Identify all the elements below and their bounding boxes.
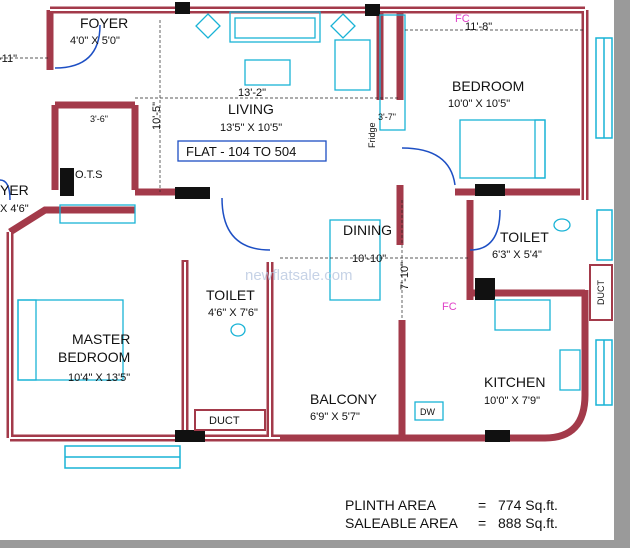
master-size: 10'4" X 13'5"	[68, 372, 130, 384]
dining-width-dim: 10'-10"	[352, 253, 386, 265]
living-size: 13'5" X 10'5"	[220, 122, 282, 134]
toilet-mid-label: TOILET	[206, 287, 255, 303]
fc-mark-top: FC	[455, 13, 470, 25]
toilet-right-size: 6'3" X 5'4"	[492, 249, 542, 261]
dw-label: DW	[420, 407, 435, 417]
saleable-area-label: SALEABLE AREA	[345, 515, 459, 531]
columns	[60, 2, 510, 442]
saleable-area-eq: =	[478, 515, 486, 531]
fc-mark-bottom: FC	[442, 301, 457, 313]
duct-right-box	[589, 264, 613, 321]
plinth-area-label: PLINTH AREA	[345, 497, 437, 513]
wall-inner-lines	[9, 9, 586, 439]
flat-label-box	[177, 140, 327, 162]
flat-label: FLAT - 104 TO 504	[186, 144, 296, 159]
dining-label: DINING	[343, 222, 392, 238]
right-border-bar	[614, 0, 630, 548]
living-depth-dim: 10'-5"	[151, 102, 163, 130]
foyer-left-label: YER	[0, 182, 29, 198]
master-label-1: MASTER	[72, 331, 130, 347]
ots-label: O.T.S	[75, 169, 103, 181]
bedroom-size: 10'0" X 10'5"	[448, 98, 510, 110]
foyer-left-size: X 4'6"	[0, 203, 29, 215]
balcony-size: 6'9" X 5'7"	[310, 411, 360, 423]
plinth-area-eq: =	[478, 497, 486, 513]
kitchen-label: KITCHEN	[484, 374, 545, 390]
kitchen-size: 10'0" X 7'9"	[484, 395, 540, 407]
ots-dim: 3'-6"	[90, 114, 108, 124]
saleable-area-value: 888 Sq.ft.	[498, 515, 558, 531]
living-width-dim: 13'-2"	[238, 87, 266, 99]
plinth-area-value: 774 Sq.ft.	[498, 497, 558, 513]
foyer-top-size: 4'0" X 5'0"	[70, 35, 120, 47]
dimension-lines	[0, 20, 585, 320]
fixtures	[17, 11, 581, 391]
toilet-mid-size: 4'6" X 7'6"	[208, 307, 258, 319]
duct-bottom-box	[194, 409, 266, 431]
fridge-dim: 3'-7"	[378, 112, 396, 122]
master-label-2: BEDROOM	[58, 349, 130, 365]
toilet-right-label: TOILET	[500, 229, 549, 245]
dishwasher-box	[414, 401, 444, 421]
bedroom-width-dim: 11'-8"	[465, 21, 492, 33]
left-dim-label: -11"	[0, 53, 17, 65]
balcony-label: BALCONY	[310, 391, 378, 407]
bedroom-label: BEDROOM	[452, 78, 524, 94]
windows	[64, 37, 613, 469]
foyer-top-label: FOYER	[80, 15, 128, 31]
fridge-label: Fridge	[367, 122, 377, 148]
watermark: newflatsale.com	[245, 267, 353, 284]
duct-right-label: DUCT	[596, 280, 606, 305]
duct-bottom-label: DUCT	[209, 415, 240, 427]
door-swings	[0, 24, 501, 251]
living-label: LIVING	[228, 101, 274, 117]
bottom-border-bar	[0, 540, 630, 548]
dining-depth-dim: 7'-10"	[399, 262, 411, 290]
